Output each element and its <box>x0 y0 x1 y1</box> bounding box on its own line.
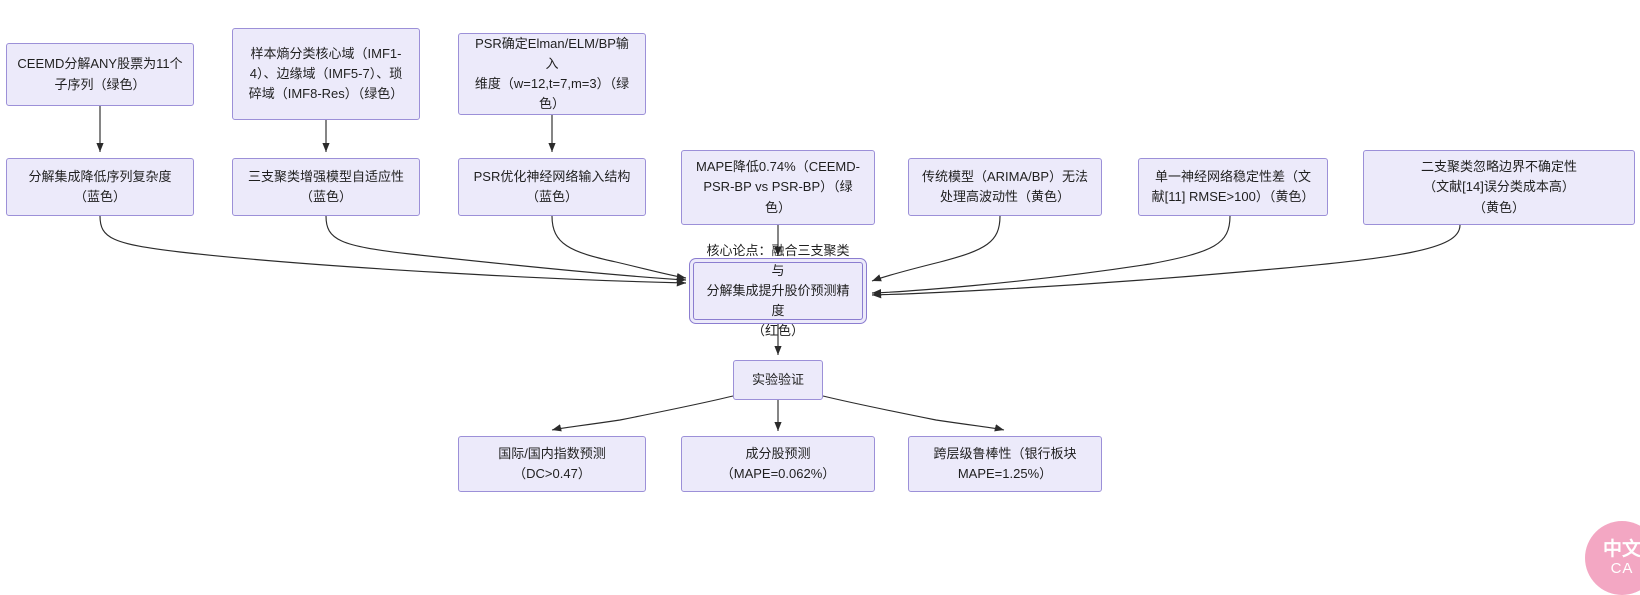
node-single-neural-network-instability[interactable]: 单一神经网络稳定性差（文 献[11] RMSE>100）（黄色） <box>1138 158 1328 216</box>
edge-psrstructure-to-core <box>551 215 687 281</box>
node-traditional-model-limitation[interactable]: 传统模型（ARIMA/BP）无法 处理高波动性（黄色） <box>908 158 1102 216</box>
node-constituent-stock-forecast-result[interactable]: 成分股预测 （MAPE=0.062%） <box>681 436 875 492</box>
watermark-main-text: 中文 <box>1602 539 1640 560</box>
node-three-way-clustering-adaptivity[interactable]: 三支聚类增强模型自适应性 （蓝色） <box>232 158 420 216</box>
node-psr-optimizes-input-structure[interactable]: PSR优化神经网络输入结构 （蓝色） <box>458 158 646 216</box>
node-cross-layer-robustness-result[interactable]: 跨层级鲁棒性（银行板块 MAPE=1.25%） <box>908 436 1102 492</box>
node-mape-reduction-evidence[interactable]: MAPE降低0.74%（CEEMD- PSR-BP vs PSR-BP）（绿 色… <box>681 150 875 225</box>
watermark-sub-text: CA <box>1610 560 1634 577</box>
edge-experiment-to-index <box>551 395 734 432</box>
node-experiment-validation[interactable]: 实验验证 <box>733 360 823 400</box>
node-decomposition-reduces-complexity[interactable]: 分解集成降低序列复杂度 （蓝色） <box>6 158 194 216</box>
node-sample-entropy-classification[interactable]: 样本熵分类核心域（IMF1- 4）、边缘域（IMF5-7）、琐 碎域（IMF8-… <box>232 28 420 120</box>
diagram-canvas: CEEMD分解ANY股票为11个 子序列（绿色） 样本熵分类核心域（IMF1- … <box>6 28 1640 595</box>
edge-threeway-to-core <box>325 215 687 284</box>
edge-traditional-to-core <box>871 215 1001 282</box>
edge-experiment-to-crosslayer <box>822 395 1005 432</box>
edge-twoway-to-core <box>871 224 1461 299</box>
edge-singlenn-to-core <box>871 215 1231 297</box>
node-core-claim[interactable]: 核心论点：融合三支聚类与 分解集成提升股价预测精度 （红色） <box>693 243 863 338</box>
node-index-forecast-result[interactable]: 国际/国内指数预测 （DC>0.47） <box>458 436 646 492</box>
watermark-badge: 中文 CA <box>1585 521 1640 595</box>
node-psr-input-dimension[interactable]: PSR确定Elman/ELM/BP输入 维度（w=12,t=7,m=3）（绿 色… <box>458 33 646 115</box>
edge-decomp-to-core <box>99 215 687 287</box>
node-two-way-clustering-limitation[interactable]: 二支聚类忽略边界不确定性 （文献[14]误分类成本高） （黄色） <box>1363 150 1635 225</box>
node-ceemd-decomposition[interactable]: CEEMD分解ANY股票为11个 子序列（绿色） <box>6 43 194 106</box>
